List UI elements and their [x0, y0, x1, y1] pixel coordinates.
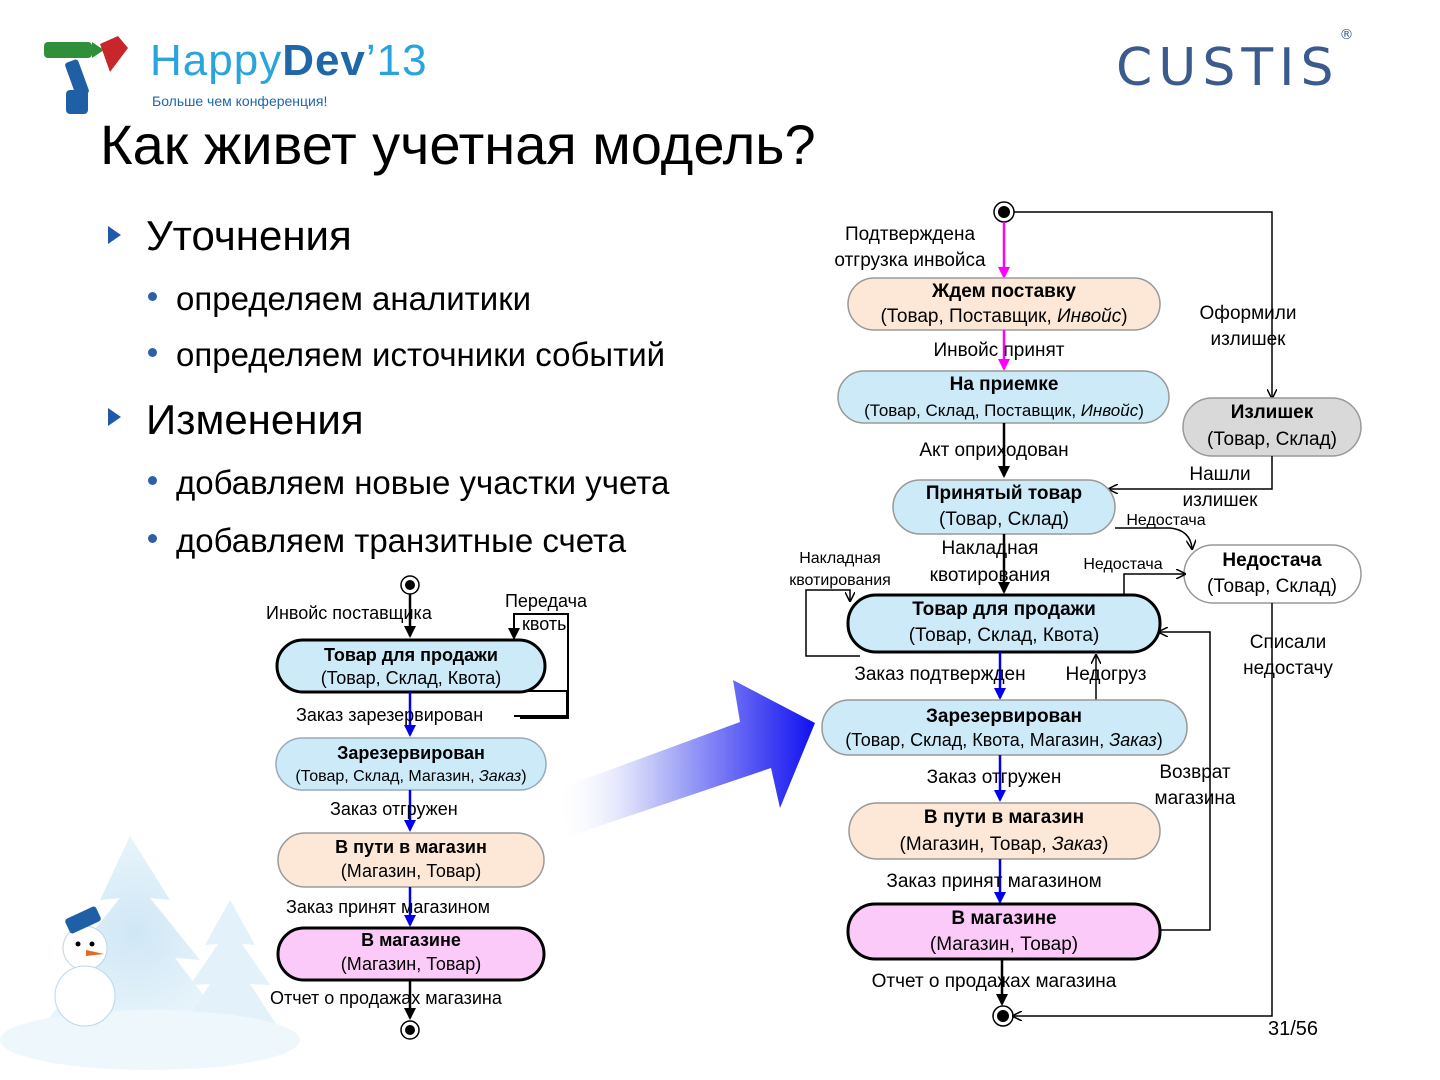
large-state-reserved [821, 699, 1188, 756]
large-s2-title: На приемке [950, 374, 1059, 395]
small-state-reserved-title: Зарезервирован [337, 743, 485, 763]
small-state-in-store-detail: (Магазин, Товар) [341, 954, 481, 974]
large-s7-detail: (Магазин, Товар) [930, 934, 1078, 955]
transition-big-arrow-icon [555, 680, 815, 836]
small-loop-label-2: квоты [522, 614, 570, 634]
large-s6-title: В пути в магазин [924, 807, 1084, 828]
small-transition-report: Отчет о продажах магазина [270, 988, 503, 1008]
small-transition-invoice: Инвойс поставщика [266, 603, 433, 623]
large-state-in-store [846, 902, 1162, 961]
bullet-changes: Изменения [146, 396, 364, 443]
small-state-diagram: Инвойс поставщика Передача квоты Товар д… [266, 575, 588, 1040]
page-number: 31/56 [1268, 1018, 1319, 1040]
large-surplus-title: Излишек [1231, 402, 1314, 423]
large-t0-line2: отгрузка инвойса [834, 250, 986, 271]
large-s6-detail: (Магазин, Товар, Заказ) [900, 834, 1109, 855]
sub-bullet-dot-icon [148, 292, 157, 301]
large-t3-line1: Накладная [942, 538, 1039, 559]
snowman-mascot-icon [54, 906, 116, 1027]
sub-bullet-dot-icon [148, 534, 157, 543]
large-t1: Инвойс принят [934, 340, 1065, 361]
small-loop-label-1: Передача [505, 591, 588, 611]
sub-bullet-dot-icon [148, 476, 157, 485]
custis-logo-text: CUSTIS [1116, 38, 1340, 98]
large-state-for-sale [846, 593, 1162, 654]
large-t0-line1: Подтверждена [845, 224, 975, 245]
large-t6: Заказ принят магазином [886, 871, 1101, 892]
large-t2: Акт оприходован [919, 440, 1068, 461]
large-surplus-in-line2: излишек [1211, 329, 1287, 350]
large-t3-loop-line1: Накладная [799, 550, 881, 567]
large-s5-title: Зарезервирован [926, 706, 1082, 727]
slide-title: Как живет учетная модель? [100, 113, 816, 176]
large-state-diagram: Подтверждена отгрузка инвойса Оформили и… [789, 201, 1362, 1027]
large-t-out: Отчет о продажах магазина [872, 971, 1117, 992]
large-shortage-detail: (Товар, Склад) [1207, 576, 1337, 597]
sub-bullet-event-sources: определяем источники событий [176, 336, 666, 373]
large-shortage-in2: Недостача [1083, 556, 1162, 573]
winter-decoration [0, 836, 300, 1070]
large-s3-title: Принятый товар [926, 483, 1082, 504]
logo-year-text: ’13 [365, 36, 428, 85]
small-transition-reserved: Заказ зарезервирован [296, 705, 483, 725]
bullet-arrow-icon [108, 226, 121, 244]
large-surplus-out-line2: излишек [1183, 490, 1259, 511]
small-state-in-store-title: В магазине [361, 930, 461, 950]
sub-bullet-new-areas: добавляем новые участки учета [176, 464, 670, 501]
custis-registered-mark: ® [1339, 26, 1354, 43]
small-state-for-sale-title: Товар для продажи [324, 645, 498, 665]
large-s4-title: Товар для продажи [912, 599, 1096, 620]
large-return-line1: Возврат [1159, 762, 1231, 783]
sub-bullet-dot-icon [148, 348, 157, 357]
large-s5-detail: (Товар, Склад, Квота, Магазин, Заказ) [845, 730, 1163, 750]
large-t3-line2: квотирования [930, 565, 1051, 586]
large-surplus-out-line1: Нашли [1189, 464, 1250, 485]
large-t4-back: Недогруз [1065, 664, 1146, 685]
large-return-line2: магазина [1155, 788, 1236, 809]
large-t3-loop-line2: квотирования [789, 572, 891, 589]
small-state-for-sale-detail: (Товар, Склад, Квота) [321, 668, 502, 688]
large-t4: Заказ подтвержден [854, 664, 1025, 685]
logo-dev-text: Dev [282, 36, 366, 85]
custis-logo: CUSTIS® [1116, 27, 1353, 98]
large-s7-title: В магазине [951, 908, 1056, 929]
small-state-reserved-detail: (Товар, Склад, Магазин, Заказ) [295, 768, 526, 785]
large-shortage-out-line1: Списали [1250, 632, 1326, 653]
logo-tagline: Больше чем конференция! [152, 93, 328, 109]
bullet-refinements: Уточнения [146, 212, 352, 259]
large-s3-detail: (Товар, Склад) [939, 509, 1069, 530]
large-shortage-title: Недостача [1222, 550, 1322, 571]
bullet-arrow-icon [108, 408, 121, 426]
happydev-mascot-icon [44, 36, 128, 114]
large-end-node [992, 1005, 1014, 1027]
large-shortage-in1: Недостача [1126, 512, 1205, 529]
end-node [400, 1020, 420, 1040]
small-transition-shipped: Заказ отгружен [330, 799, 458, 819]
small-transition-accepted: Заказ принят магазином [286, 897, 490, 917]
large-surplus-in-line1: Оформили [1200, 303, 1297, 324]
large-shortage-out-line2: недостачу [1243, 658, 1333, 679]
small-state-in-transit-detail: (Магазин, Товар) [341, 861, 481, 881]
large-s1-detail: (Товар, Поставщик, Инвойс) [880, 306, 1127, 327]
large-state-in-transit [848, 802, 1161, 860]
logo-happy-text: Happy [150, 36, 283, 85]
sub-bullet-analytics: определяем аналитики [176, 280, 532, 317]
small-state-in-transit-title: В пути в магазин [335, 837, 487, 857]
large-s4-detail: (Товар, Склад, Квота) [909, 625, 1100, 646]
happydev-logo: HappyDev’13 Больше чем конференция! [40, 32, 480, 122]
large-s2-detail: (Товар, Склад, Поставщик, Инвойс) [864, 401, 1144, 420]
sub-bullet-transit-accounts: добавляем транзитные счета [176, 522, 627, 559]
large-s1-title: Ждем поставку [931, 281, 1076, 302]
large-t5: Заказ отгружен [927, 767, 1062, 788]
large-surplus-detail: (Товар, Склад) [1207, 429, 1337, 450]
